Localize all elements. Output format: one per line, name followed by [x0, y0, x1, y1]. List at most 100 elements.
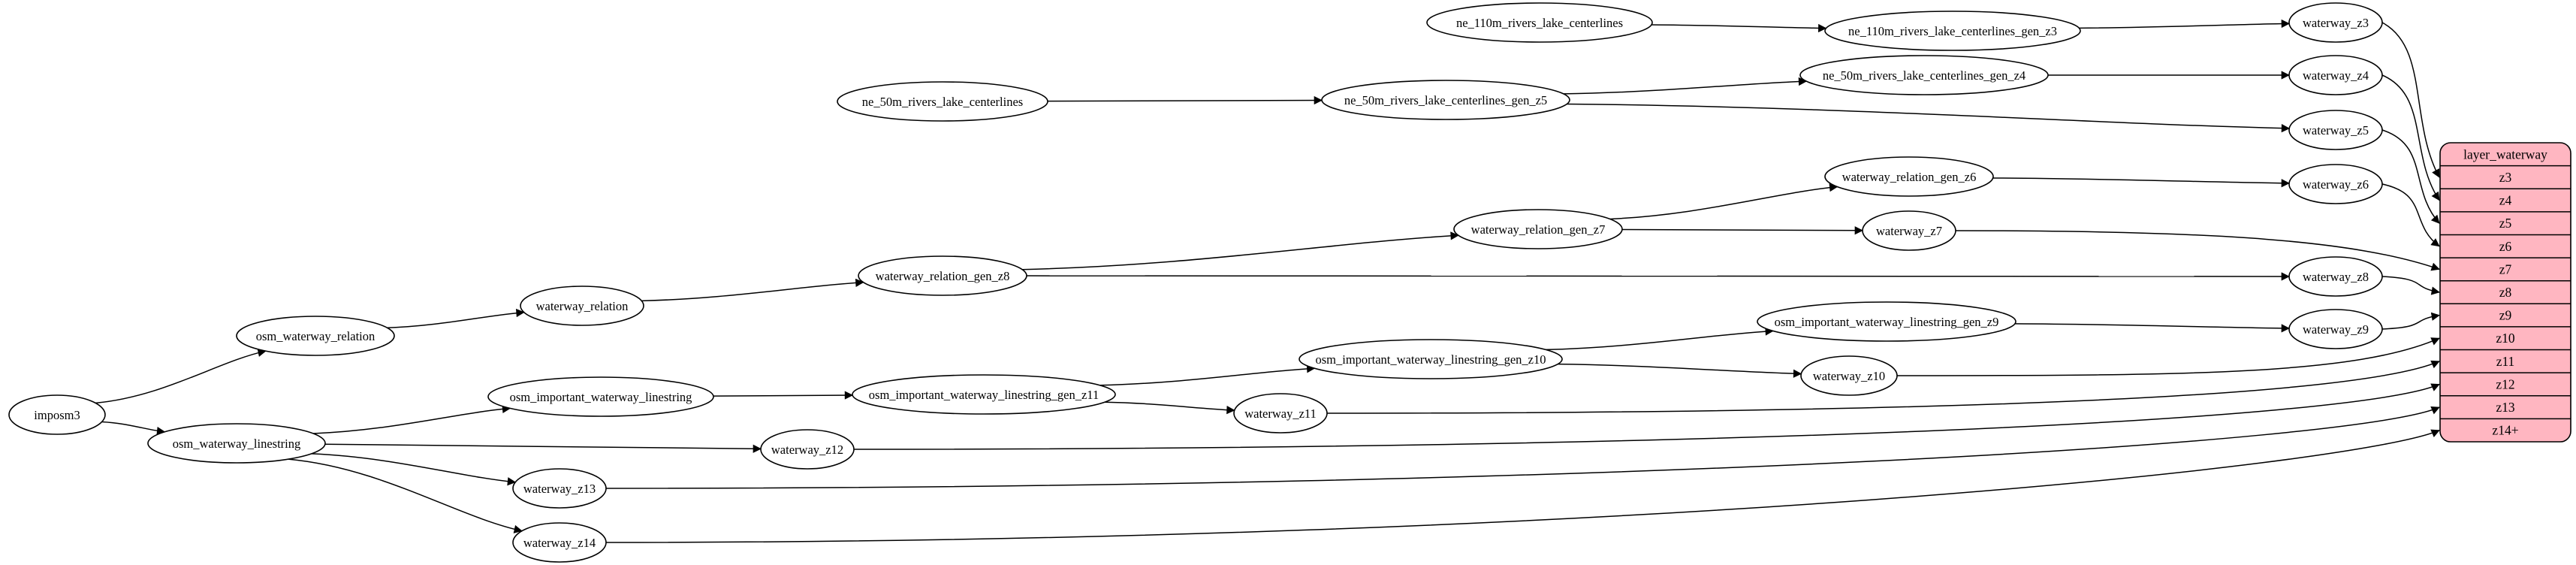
edge-waterway_relation_gen_z8-to-waterway_relation_gen_z7 — [1022, 231, 1459, 270]
node-label-waterway_relation_gen_z8: waterway_relation_gen_z8 — [876, 269, 1010, 283]
node-label-imposm3: imposm3 — [34, 408, 80, 422]
node-shape-osm_important_waterway_linestring_gen_z10 — [1299, 339, 1563, 379]
node-shape-waterway_relation — [520, 286, 644, 326]
node-label-osm_waterway_relation: osm_waterway_relation — [256, 329, 376, 343]
edge-osm_waterway_linestring-to-waterway_z13 — [311, 453, 517, 486]
edge-waterway_z8-to-layer_waterway-z8 — [2381, 276, 2440, 295]
edge-osm_waterway_linestring-to-waterway_z14 — [288, 458, 523, 533]
record-row-z3: z3 — [2499, 170, 2512, 185]
record-row-z14+: z14+ — [2492, 423, 2518, 438]
node-shape-osm_waterway_relation — [236, 316, 395, 356]
node-shape-waterway_z11 — [1233, 393, 1328, 434]
edge-waterway_relation_gen_z6-to-waterway_z6 — [1992, 177, 2290, 188]
edge-waterway_z9-to-layer_waterway-z9 — [2381, 312, 2440, 330]
record-row-z6: z6 — [2499, 239, 2512, 254]
edge-waterway_z13-to-layer_waterway-z13 — [605, 406, 2440, 489]
record-outline — [2439, 142, 2571, 443]
node-shape-osm_important_waterway_linestring_gen_z9 — [1757, 301, 2016, 342]
edge-osm_important_waterway_linestring_gen_z10-to-osm_important_waterway_linestring_gen_z9 — [1546, 327, 1774, 351]
node-shape-waterway_relation_gen_z8 — [858, 255, 1027, 296]
node-waterway_relation: waterway_relation — [520, 286, 644, 326]
node-waterway_z5: waterway_z5 — [2288, 110, 2383, 150]
edge-osm_important_waterway_linestring-to-osm_important_waterway_linestring_gen_z11 — [713, 391, 854, 400]
edge-ne_50m_rivers_lake_centerlines_gen_z5-to-ne_50m_rivers_lake_centerlines_gen_z4 — [1563, 77, 1808, 95]
edge-waterway_z11-to-layer_waterway-z11 — [1326, 360, 2440, 414]
edge-waterway_z14-to-layer_waterway-z14+ — [605, 429, 2440, 543]
node-shape-ne_110m_rivers_lake_centerlines_gen_z3 — [1824, 11, 2081, 51]
node-shape-ne_50m_rivers_lake_centerlines — [837, 81, 1048, 122]
node-shape-waterway_z3 — [2288, 2, 2383, 43]
node-waterway_z14: waterway_z14 — [512, 522, 607, 563]
node-label-osm_waterway_linestring: osm_waterway_linestring — [173, 437, 300, 451]
edge-ne_50m_rivers_lake_centerlines-to-ne_50m_rivers_lake_centerlines_gen_z5 — [1047, 95, 1323, 105]
node-shape-ne_50m_rivers_lake_centerlines_gen_z4 — [1799, 55, 2049, 95]
node-label-waterway_z12: waterway_z12 — [771, 443, 843, 457]
node-label-waterway_relation_gen_z7: waterway_relation_gen_z7 — [1471, 222, 1606, 237]
node-label-waterway_relation_gen_z6: waterway_relation_gen_z6 — [1842, 170, 1977, 184]
record-row-z7: z7 — [2499, 261, 2512, 276]
edge-osm_waterway_relation-to-waterway_relation — [387, 308, 525, 328]
node-label-waterway_relation: waterway_relation — [536, 299, 629, 313]
node-ne_50m_rivers_lake_centerlines_gen_z5: ne_50m_rivers_lake_centerlines_gen_z5 — [1321, 80, 1570, 120]
node-imposm3: imposm3 — [8, 394, 106, 435]
node-waterway_relation_gen_z8: waterway_relation_gen_z8 — [858, 255, 1027, 296]
edge-ne_50m_rivers_lake_centerlines_gen_z5-to-waterway_z5 — [1567, 103, 2291, 133]
node-label-waterway_z14: waterway_z14 — [523, 536, 596, 550]
node-osm_waterway_linestring: osm_waterway_linestring — [147, 423, 326, 464]
edge-waterway_z10-to-layer_waterway-z10 — [1896, 337, 2440, 376]
node-waterway_z13: waterway_z13 — [512, 468, 607, 509]
node-shape-waterway_z10 — [1800, 355, 1898, 396]
node-ne_50m_rivers_lake_centerlines_gen_z4: ne_50m_rivers_lake_centerlines_gen_z4 — [1799, 55, 2049, 95]
node-label-osm_important_waterway_linestring_gen_z9: osm_important_waterway_linestring_gen_z9 — [1775, 315, 1999, 329]
node-waterway_relation_gen_z7: waterway_relation_gen_z7 — [1453, 209, 1623, 249]
edges — [95, 19, 2440, 543]
node-waterway_z10: waterway_z10 — [1800, 355, 1898, 396]
edge-waterway_z4-to-layer_waterway-z4 — [2381, 74, 2440, 201]
edge-waterway_z12-to-layer_waterway-z12 — [853, 383, 2440, 450]
edge-waterway_z5-to-layer_waterway-z5 — [2381, 129, 2440, 224]
node-label-waterway_z9: waterway_z9 — [2303, 322, 2369, 337]
node-shape-waterway_relation_gen_z7 — [1453, 209, 1623, 249]
node-shape-waterway_z9 — [2288, 309, 2383, 349]
edge-osm_important_waterway_linestring_gen_z11-to-osm_important_waterway_linestring_gen_z10 — [1099, 364, 1316, 386]
record-row-z13: z13 — [2496, 400, 2515, 415]
node-waterway_z9: waterway_z9 — [2288, 309, 2383, 349]
node-waterway_z7: waterway_z7 — [1862, 210, 1956, 251]
node-osm_important_waterway_linestring: osm_important_waterway_linestring — [487, 376, 714, 417]
node-shape-osm_waterway_linestring — [147, 423, 326, 464]
node-label-waterway_z4: waterway_z4 — [2303, 68, 2369, 83]
layer-waterway-record: layer_waterwayz3z4z5z6z7z8z9z10z11z12z13… — [2439, 142, 2571, 443]
node-label-waterway_z11: waterway_z11 — [1244, 406, 1317, 421]
edge-osm_waterway_linestring-to-osm_important_waterway_linestring — [313, 404, 511, 434]
edge-waterway_relation_gen_z7-to-waterway_relation_gen_z6 — [1609, 183, 1838, 220]
node-shape-waterway_z6 — [2288, 164, 2383, 204]
edge-osm_important_waterway_linestring_gen_z11-to-waterway_z11 — [1104, 401, 1235, 415]
edge-ne_110m_rivers_lake_centerlines_gen_z3-to-waterway_z3 — [2079, 19, 2290, 29]
node-ne_110m_rivers_lake_centerlines: ne_110m_rivers_lake_centerlines — [1426, 2, 1653, 43]
node-shape-ne_50m_rivers_lake_centerlines_gen_z5 — [1321, 80, 1570, 120]
record-row-z5: z5 — [2499, 216, 2512, 231]
node-shape-waterway_z5 — [2288, 110, 2383, 150]
node-label-ne_110m_rivers_lake_centerlines: ne_110m_rivers_lake_centerlines — [1456, 16, 1623, 30]
node-osm_waterway_relation: osm_waterway_relation — [236, 316, 395, 356]
node-osm_important_waterway_linestring_gen_z9: osm_important_waterway_linestring_gen_z9 — [1757, 301, 2016, 342]
node-label-waterway_z3: waterway_z3 — [2303, 16, 2369, 30]
node-label-waterway_z5: waterway_z5 — [2303, 123, 2369, 137]
node-label-waterway_z13: waterway_z13 — [523, 482, 596, 496]
node-label-osm_important_waterway_linestring: osm_important_waterway_linestring — [510, 390, 692, 404]
node-waterway_z4: waterway_z4 — [2288, 55, 2383, 95]
node-waterway_z11: waterway_z11 — [1233, 393, 1328, 434]
node-shape-osm_important_waterway_linestring_gen_z11 — [852, 374, 1116, 415]
node-label-ne_110m_rivers_lake_centerlines_gen_z3: ne_110m_rivers_lake_centerlines_gen_z3 — [1848, 24, 2057, 38]
node-waterway_z3: waterway_z3 — [2288, 2, 2383, 43]
record-row-z8: z8 — [2499, 285, 2512, 300]
edge-waterway_z6-to-layer_waterway-z6 — [2381, 183, 2440, 247]
node-shape-waterway_relation_gen_z6 — [1824, 156, 1994, 197]
record-row-z9: z9 — [2499, 308, 2512, 323]
node-label-waterway_z8: waterway_z8 — [2303, 270, 2369, 284]
edge-imposm3-to-osm_waterway_relation — [95, 348, 267, 404]
node-label-waterway_z6: waterway_z6 — [2303, 177, 2369, 192]
edge-waterway_z3-to-layer_waterway-z3 — [2381, 22, 2440, 178]
node-label-ne_50m_rivers_lake_centerlines_gen_z5: ne_50m_rivers_lake_centerlines_gen_z5 — [1344, 93, 1547, 107]
